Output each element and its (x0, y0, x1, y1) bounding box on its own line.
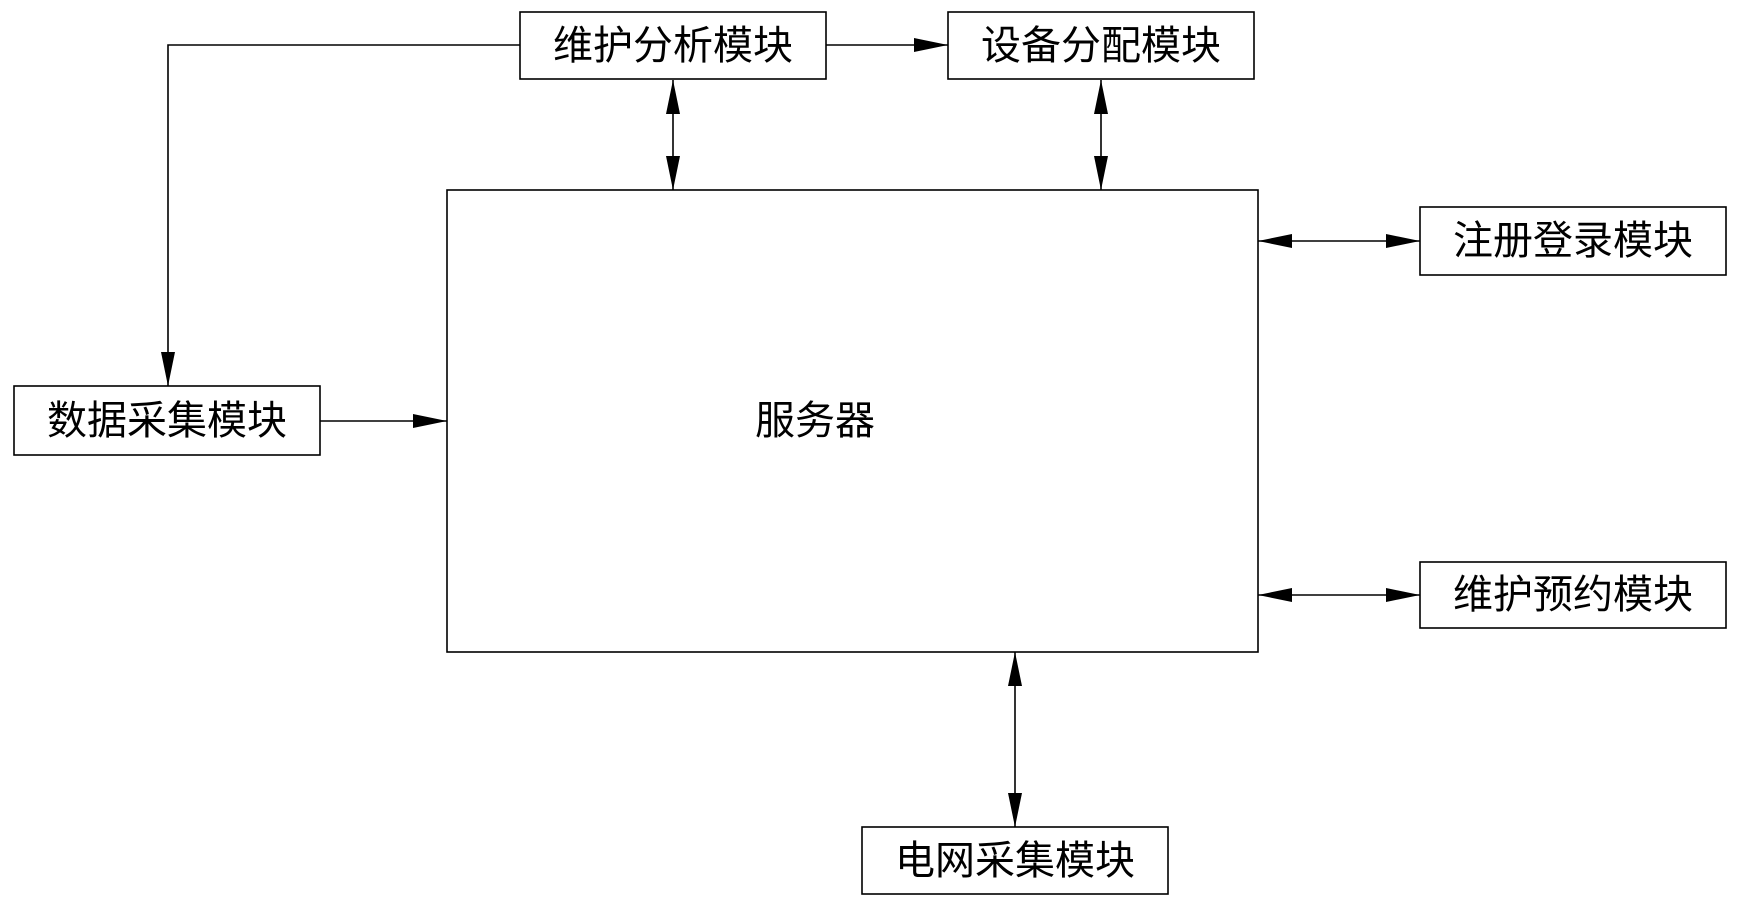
module-data-collection: 数据采集模块 (13, 385, 321, 456)
server-box (446, 189, 1259, 653)
module-box (947, 11, 1255, 80)
module-box (519, 11, 827, 80)
module-grid-collection: 电网采集模块 (861, 826, 1169, 895)
module-label: 电网采集模块 (895, 838, 1135, 884)
module-box (861, 826, 1169, 895)
module-label: 设备分配模块 (981, 23, 1221, 69)
module-box (13, 385, 321, 456)
module-maintenance-booking: 维护预约模块 (1419, 561, 1727, 629)
module-label: 维护预约模块 (1453, 572, 1693, 618)
server-node: 服务器 (446, 189, 1259, 653)
module-registration-login: 注册登录模块 (1419, 206, 1727, 276)
arrow-analysis-to-data-collection (161, 44, 520, 386)
module-box (1419, 206, 1727, 276)
module-maintenance-analysis: 维护分析模块 (519, 11, 827, 80)
module-label: 数据采集模块 (47, 398, 287, 444)
module-device-allocation: 设备分配模块 (947, 11, 1255, 80)
module-box (1419, 561, 1727, 629)
connectors (161, 38, 1420, 827)
module-label: 注册登录模块 (1453, 218, 1693, 264)
server-label: 服务器 (755, 398, 875, 444)
module-label: 维护分析模块 (553, 23, 793, 69)
